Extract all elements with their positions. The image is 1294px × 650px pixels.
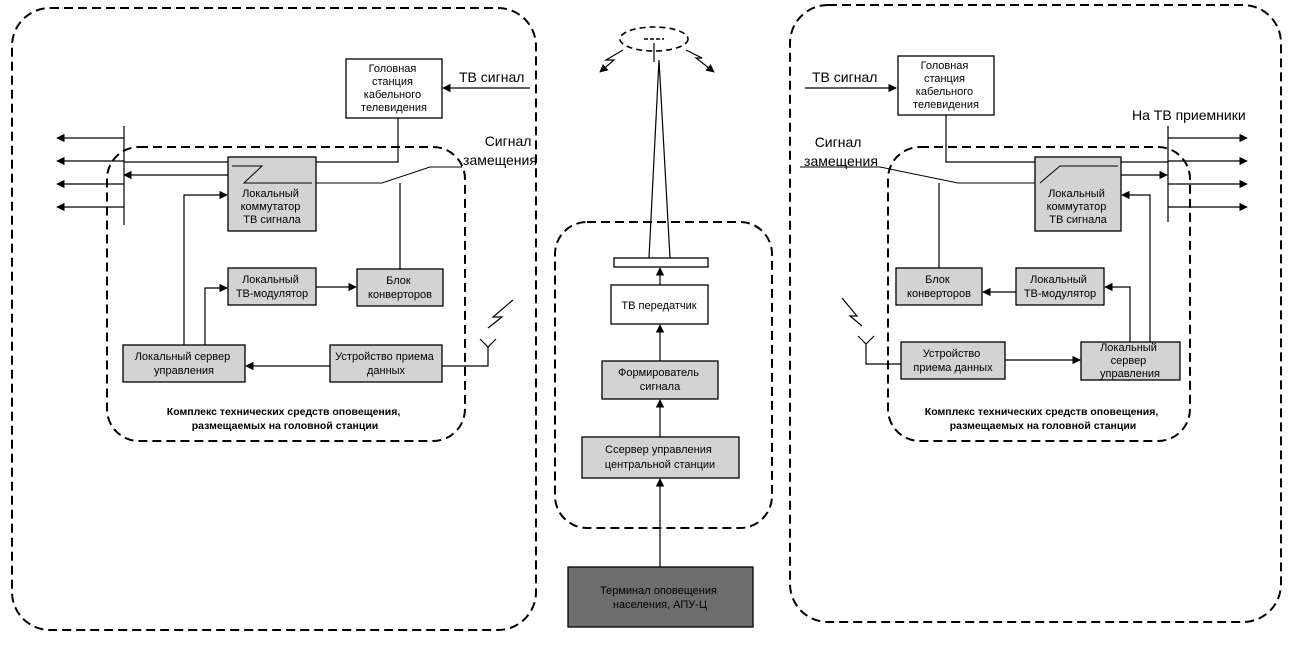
left-caption-line2: размещаемых на головной станции	[192, 420, 379, 432]
svg-text:Комплекс технических средств о: Комплекс технических средств оповещения,…	[925, 406, 1161, 432]
svg-text:Локальный коммутатор: Локальный коммутатор ТВ сигнала	[1047, 188, 1110, 226]
left-server-line1: Локальный сервер	[135, 351, 231, 363]
right-outer-frame	[789, 4, 1282, 623]
left-side: Головная станция кабельного телевидения …	[56, 58, 537, 432]
left-modulator-line1: Локальный	[242, 274, 299, 286]
right-receiver-line1: Устройство	[923, 348, 981, 360]
right-server-box	[1080, 341, 1181, 381]
svg-text:Устройство приема данных: Устройство приема данных	[335, 351, 437, 377]
right-server-line3: управления	[1100, 368, 1160, 380]
svg-text:Ссервер управления центр: Ссервер управления центральной станции	[605, 444, 715, 471]
left-headend-line2: станция	[372, 76, 413, 88]
left-modulator-box	[227, 267, 317, 306]
right-antenna-icon	[841, 297, 901, 365]
left-switch-line3: ТВ сигнала	[243, 214, 301, 226]
left-server-box	[122, 344, 246, 383]
center-column: ТВ передатчик Формирователь сигнала Ссер…	[567, 26, 754, 628]
right-side: ТВ сигнал Головная станция кабельного те…	[800, 55, 1248, 432]
left-headend-line4: телевидения	[361, 102, 427, 114]
right-modulator-line1: Локальный	[1030, 274, 1087, 286]
right-to-receivers-label: На ТВ приемники	[1132, 107, 1246, 123]
left-converter-box	[356, 268, 444, 307]
left-replacement-signal-line1: Сигнал	[485, 133, 532, 149]
left-tv-signal-label: ТВ сигнал	[459, 69, 524, 85]
alert-terminal-line1: Терминал оповещения	[600, 585, 717, 597]
left-headend-box	[345, 58, 443, 119]
svg-text:Формирователь сигнала: Формирователь сигнала	[618, 367, 702, 393]
left-server-line2: управления	[154, 365, 214, 377]
signal-shaper-box	[601, 360, 719, 400]
right-headend-box	[897, 55, 995, 116]
right-receiver-box	[900, 341, 1006, 380]
left-outer-frame	[11, 7, 537, 631]
tv-transmitter-box	[610, 284, 709, 325]
right-converter-line2: конверторов	[907, 288, 971, 300]
right-replacement-signal-line2: замещения	[804, 153, 878, 169]
left-receiver-box	[329, 344, 443, 383]
right-server-line1: Локальный	[1100, 342, 1157, 354]
signal-shaper-line2: сигнала	[640, 381, 681, 393]
left-converter-line1: Блок	[386, 275, 411, 287]
left-modulator-line2: ТВ-модулятор	[236, 288, 308, 300]
svg-text:Устройство приема данных: Устройство приема данных	[913, 348, 993, 374]
right-modulator-line2: ТВ-модулятор	[1024, 288, 1096, 300]
svg-text:Локальный ТВ-модулятор: Локальный ТВ-модулятор	[1024, 274, 1096, 300]
left-receiver-line1: Устройство приема	[335, 351, 435, 363]
right-converter-line1: Блок	[925, 274, 950, 286]
right-switch-box	[1034, 156, 1122, 232]
right-inner-frame	[887, 146, 1191, 442]
center-inner-frame	[554, 221, 773, 529]
central-server-line1: Ссервер управления	[605, 444, 712, 456]
right-caption-line2: размещаемых на головной станции	[950, 420, 1137, 432]
left-switch-line1: Локальный	[242, 188, 299, 200]
svg-text:Локальный сервер управле: Локальный сервер управления	[135, 351, 234, 377]
right-headend-line2: станция	[924, 73, 965, 85]
right-headend-line4: телевидения	[913, 99, 979, 111]
alert-terminal-box	[567, 566, 754, 628]
svg-text:Локальный коммутатор: Локальный коммутатор ТВ сигнала	[241, 188, 304, 226]
signal-shaper-line1: Формирователь	[618, 367, 699, 379]
right-switch-line2: коммутатор	[1047, 201, 1107, 213]
svg-text:Локальный ТВ-модулятор: Локальный ТВ-модулятор	[236, 274, 308, 300]
svg-text:Сигнал замещения: Сигнал замещения	[804, 134, 878, 169]
left-converter-line2: конверторов	[368, 289, 432, 301]
transmitter-tower-icon	[599, 26, 715, 259]
right-receiver-line2: приема данных	[913, 362, 993, 374]
left-headend-line3: кабельного	[364, 89, 421, 101]
svg-text:Головная станция к: Головная станция кабельного телевидения	[913, 60, 979, 111]
right-headend-line3: кабельного	[916, 86, 973, 98]
svg-text:Комплекс технических средств о: Комплекс технических средств оповещения,…	[167, 406, 403, 432]
right-caption-line1: Комплекс технических средств оповещения,	[925, 406, 1159, 418]
right-headend-line1: Головная	[921, 60, 969, 72]
left-inner-frame	[106, 146, 466, 442]
left-switch-box	[227, 156, 317, 232]
left-switch-line2: коммутатор	[241, 201, 301, 213]
right-modulator-box	[1015, 267, 1105, 306]
right-replacement-signal-line1: Сигнал	[815, 134, 862, 150]
right-tv-signal-label: ТВ сигнал	[812, 69, 877, 85]
svg-text:Сигнал замещения: Сигнал замещения	[463, 133, 537, 168]
left-receiver-line2: данных	[367, 365, 406, 377]
right-server-line2: сервер	[1111, 355, 1147, 367]
left-antenna-icon	[442, 299, 514, 367]
tv-transmitter-label: ТВ передатчик	[621, 300, 696, 312]
left-replacement-signal-line2: замещения	[463, 152, 537, 168]
alert-terminal-line2: населения, АПУ-Ц	[613, 599, 707, 611]
right-switch-line1: Локальный	[1048, 188, 1105, 200]
svg-text:Головная станция к: Головная станция кабельного телевидения	[361, 63, 427, 114]
central-server-box	[581, 436, 740, 479]
svg-text:Терминал оповещения насе: Терминал оповещения населения, АПУ-Ц	[600, 585, 720, 611]
svg-text:Локальный сервер у: Локальный сервер управления	[1100, 342, 1160, 380]
transmitter-antenna-platform	[613, 257, 709, 268]
right-converter-box	[895, 267, 983, 306]
left-headend-line1: Головная	[369, 63, 417, 75]
left-caption-line1: Комплекс технических средств оповещения,	[167, 406, 401, 418]
right-switch-line3: ТВ сигнала	[1049, 214, 1107, 226]
svg-text:Блок конверторов: Блок конверторов	[907, 274, 971, 300]
central-server-line2: центральной станции	[605, 459, 715, 471]
svg-text:Блок конверторов: Блок конверторов	[368, 275, 432, 301]
